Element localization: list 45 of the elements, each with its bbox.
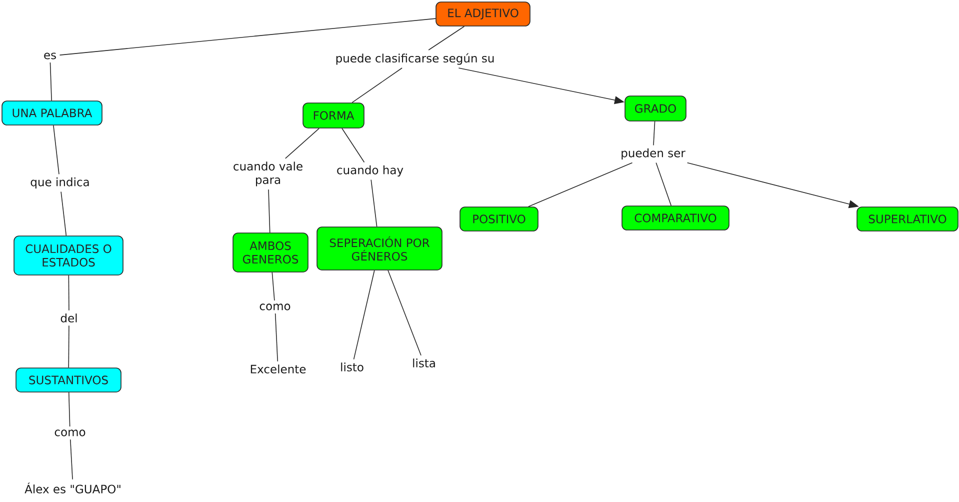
concept-box: AMBOS GENEROS	[232, 232, 308, 272]
connector-line	[370, 179, 378, 227]
connector-line	[284, 128, 320, 159]
linking-phrase: como	[260, 304, 290, 310]
example-text: Álex es "GUAPO"	[24, 482, 120, 494]
connector-line	[352, 68, 402, 103]
connector-line	[353, 270, 375, 360]
concept-box: EL ADJETIVO	[436, 2, 530, 26]
linking-phrase: pueden ser	[622, 148, 686, 160]
concept-box: GRADO	[624, 96, 686, 122]
connector-line	[68, 325, 70, 368]
concept-box: COMPARATIVO	[622, 206, 730, 230]
concept-box: UNA PALABRA	[2, 100, 102, 126]
concept-box: CUALIDADES O ESTADOS	[14, 236, 124, 276]
concept-box: SEPERACIÓN POR GÉNEROS	[316, 226, 442, 270]
example-text: Excelente	[250, 364, 306, 374]
concept-box: FORMA	[302, 102, 364, 128]
example-text: listo	[341, 362, 364, 372]
linking-phrase: del	[60, 314, 77, 322]
linking-phrase: como	[54, 430, 86, 436]
linking-phrase: que indica	[30, 177, 89, 189]
connector-line	[653, 121, 656, 146]
connector-line	[268, 189, 270, 233]
connector-line	[428, 26, 465, 50]
concept-box: SUPERLATIVO	[856, 206, 958, 232]
connector-line	[272, 272, 275, 301]
concept-box: POSITIVO	[460, 206, 538, 232]
linking-phrase: cuando hay	[337, 165, 404, 177]
connector-line	[59, 18, 436, 56]
linking-phrase: puede clasificarse según su	[336, 53, 494, 65]
example-text: lista	[413, 358, 435, 368]
connector-line	[342, 128, 365, 163]
connector-line	[53, 125, 60, 175]
connector-line	[60, 191, 67, 236]
linking-phrase: cuando vale para	[234, 162, 302, 186]
connector-line	[68, 392, 70, 427]
connector-line	[656, 162, 672, 206]
connector-line	[68, 275, 70, 311]
concept-box: SUSTANTIVOS	[16, 368, 122, 392]
connector-line	[388, 270, 422, 356]
connector-line	[70, 439, 73, 480]
linking-phrase: es	[44, 52, 56, 60]
connector-line	[274, 313, 278, 362]
connector-line	[528, 162, 633, 207]
connector-line	[50, 62, 52, 101]
